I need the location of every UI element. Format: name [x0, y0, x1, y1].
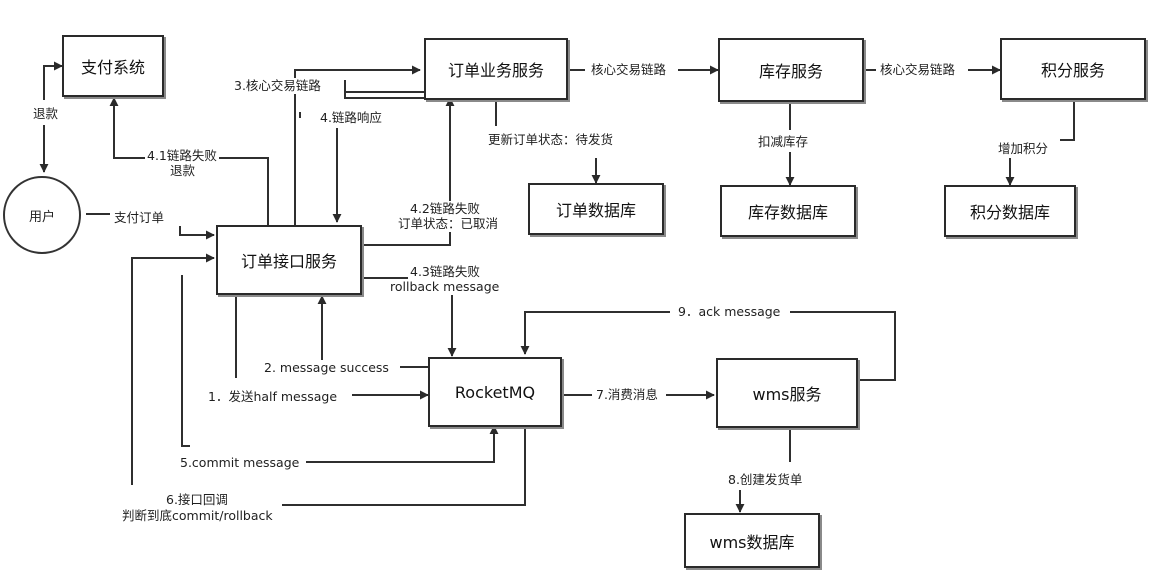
- edge-9-ack-arrow: [520, 311, 670, 355]
- edge-6-callback: [282, 426, 526, 506]
- label-3-core-chain: 3.核心交易链路: [232, 78, 323, 94]
- edge-add-points: [1060, 100, 1075, 141]
- edge-5-commit-arrow: [306, 425, 499, 463]
- node-user: 用户: [3, 176, 81, 254]
- label-4-1-fail-l1: 4.1链路失败: [145, 148, 219, 164]
- edge-9-ack: [790, 311, 896, 381]
- label-pay-order: 支付订单: [112, 210, 167, 226]
- label-4-3-fail-l1: 4.3链路失败: [408, 264, 482, 280]
- edge-4-2-fail-cancel: [362, 97, 455, 246]
- label-4-3-fail-l2: rollback message: [388, 279, 502, 295]
- label-7-consume: 7.消费消息: [594, 387, 660, 403]
- label-refund: 退款: [31, 106, 61, 122]
- edge-4-chain-response: [344, 80, 424, 99]
- label-2-message-success: 2. message success: [262, 360, 391, 376]
- node-inventory-service: 库存服务: [718, 38, 864, 102]
- node-order-business-service: 订单业务服务: [424, 38, 568, 100]
- edge-6-callback-left: [131, 253, 215, 485]
- node-points-db: 积分数据库: [944, 185, 1076, 237]
- label-6-callback-l1: 6.接口回调: [164, 492, 230, 508]
- node-rocketmq: RocketMQ: [428, 357, 562, 427]
- node-payment-system: 支付系统: [62, 35, 164, 97]
- node-wms-service: wms服务: [716, 358, 858, 428]
- label-9-ack: 9．ack message: [676, 304, 783, 320]
- label-deduct-inventory: 扣减库存: [756, 134, 811, 150]
- label-core-chain-b: 核心交易链路: [878, 62, 958, 78]
- node-order-interface-service: 订单接口服务: [216, 225, 362, 295]
- label-5-commit: 5.commit message: [178, 455, 302, 471]
- edge-3-core-chain: [294, 65, 421, 225]
- node-wms-db: wms数据库: [684, 513, 820, 568]
- label-4-2-fail-l2: 订单状态：已取消: [396, 216, 501, 232]
- edge-pay-order-arrow: [179, 226, 215, 240]
- label-add-points: 增加积分: [996, 141, 1051, 157]
- node-inventory-db: 库存数据库: [720, 185, 856, 237]
- edge-5-commit: [181, 275, 190, 447]
- label-update-order-status: 更新订单状态：待发货: [486, 132, 616, 148]
- label-4-1-fail-l2: 退款: [168, 163, 198, 179]
- label-core-chain-a: 核心交易链路: [589, 62, 669, 78]
- label-1-send-half: 1．发送half message: [206, 389, 340, 405]
- label-6-callback-l2: 判断到底commit/rollback: [120, 508, 275, 524]
- node-order-db: 订单数据库: [528, 183, 664, 235]
- label-4-2-fail-l1: 4.2链路失败: [408, 201, 482, 217]
- label-8-create-shipping: 8.创建发货单: [726, 472, 805, 488]
- node-points-service: 积分服务: [1000, 38, 1146, 100]
- label-4-chain-response: 4.链路响应: [318, 110, 384, 126]
